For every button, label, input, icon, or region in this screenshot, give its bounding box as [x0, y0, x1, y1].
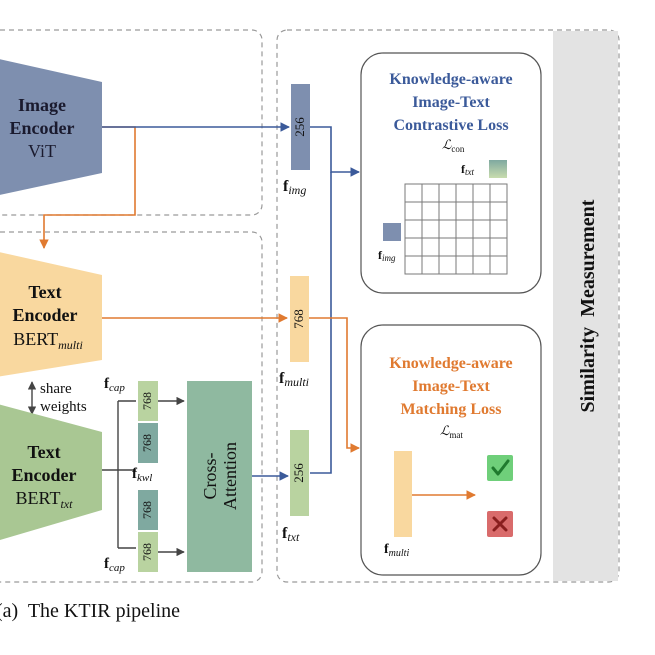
matching-loss-symbol: ℒmat: [440, 423, 463, 440]
f-img-label: fimg: [283, 178, 306, 197]
contrastive-f-img-label: fimg: [378, 248, 396, 263]
f-cap-bottom-label: fcap: [104, 556, 125, 574]
stack-cell-1: [138, 381, 158, 421]
f-multi-dim: 768: [291, 309, 306, 329]
contrastive-f-txt-label: ftxt: [461, 162, 474, 177]
matching-multi-bar: [394, 451, 412, 537]
contrastive-txt-swatch: [489, 160, 507, 178]
image-encoder-line1: Image: [18, 95, 66, 115]
cross-attention-line1: Cross-: [200, 452, 220, 499]
matching-f-multi-label: fmulti: [384, 542, 409, 559]
stack-dim-4: 768: [140, 543, 154, 561]
match-check-badge: [487, 455, 513, 481]
text-encoder-multi-line2: Encoder: [13, 305, 78, 325]
f-img-to-contrastive: [310, 126, 360, 177]
f-img-dim: 256: [292, 117, 307, 137]
contrastive-loss-symbol: ℒcon: [442, 137, 465, 154]
stack-cell-4: [138, 532, 158, 572]
text-encoder-txt-line3: BERTtxt: [16, 488, 74, 511]
f-txt-label: ftxt: [282, 525, 300, 544]
share-weights-line1: share: [40, 381, 72, 397]
matching-title-3: Matching Loss: [401, 401, 502, 418]
contrastive-title-2: Image-Text: [412, 94, 490, 111]
f-multi-bar: [290, 276, 309, 362]
image-encoder-line3: ViT: [28, 141, 56, 161]
stack-dim-1: 768: [140, 392, 154, 410]
figure-caption: (a) The KTIR pipeline: [0, 600, 180, 622]
stack-dim-2: 768: [140, 434, 154, 452]
stack-cell-3: [138, 490, 158, 530]
f-multi-label: fmulti: [279, 370, 309, 389]
text-branch-box: [0, 231, 263, 583]
matching-title-2: Image-Text: [412, 378, 490, 395]
text-encoder-txt-line2: Encoder: [12, 465, 77, 485]
text-encoder-txt-bracket: [102, 400, 136, 549]
similarity-box: [276, 29, 620, 583]
share-weights-line2: weights: [40, 399, 87, 415]
similarity-strip: [553, 31, 618, 581]
contrastive-title-3: Contrastive Loss: [393, 117, 508, 134]
f-img-bar: [291, 84, 310, 170]
image-encoder-line2: Encoder: [10, 118, 75, 138]
f-cap-top-label: fcap: [104, 376, 125, 394]
similarity-label: Similarity Measurement: [577, 199, 599, 412]
f-txt-dim: 256: [291, 463, 306, 483]
f-txt-to-contrastive: [310, 172, 332, 474]
cross-icon: [492, 516, 508, 532]
stack-cell-2: [138, 423, 158, 463]
f-kwl-label: fkwl: [132, 466, 152, 484]
text-encoder-multi-line1: Text: [28, 282, 61, 302]
contrastive-img-swatch: [383, 223, 401, 241]
text-encoder-multi-shape: [0, 252, 102, 377]
text-encoder-txt-line1: Text: [27, 442, 60, 462]
text-encoder-txt-shape: [0, 404, 102, 541]
contrastive-panel: [360, 52, 542, 294]
f-txt-bar: [290, 430, 309, 516]
similarity-grid: [404, 183, 508, 275]
contrastive-title-1: Knowledge-aware: [389, 71, 512, 88]
cross-attention-line2: Attention: [220, 442, 240, 510]
stack-dim-3: 768: [140, 501, 154, 519]
text-encoder-multi-line3: BERTmulti: [13, 329, 83, 352]
f-multi-to-matching: [309, 317, 360, 453]
matching-title-1: Knowledge-aware: [389, 355, 512, 372]
cross-attention-box: [187, 381, 252, 572]
image-encoder-shape: [0, 59, 102, 195]
check-icon: [491, 459, 510, 476]
image-branch-box: [0, 29, 263, 216]
